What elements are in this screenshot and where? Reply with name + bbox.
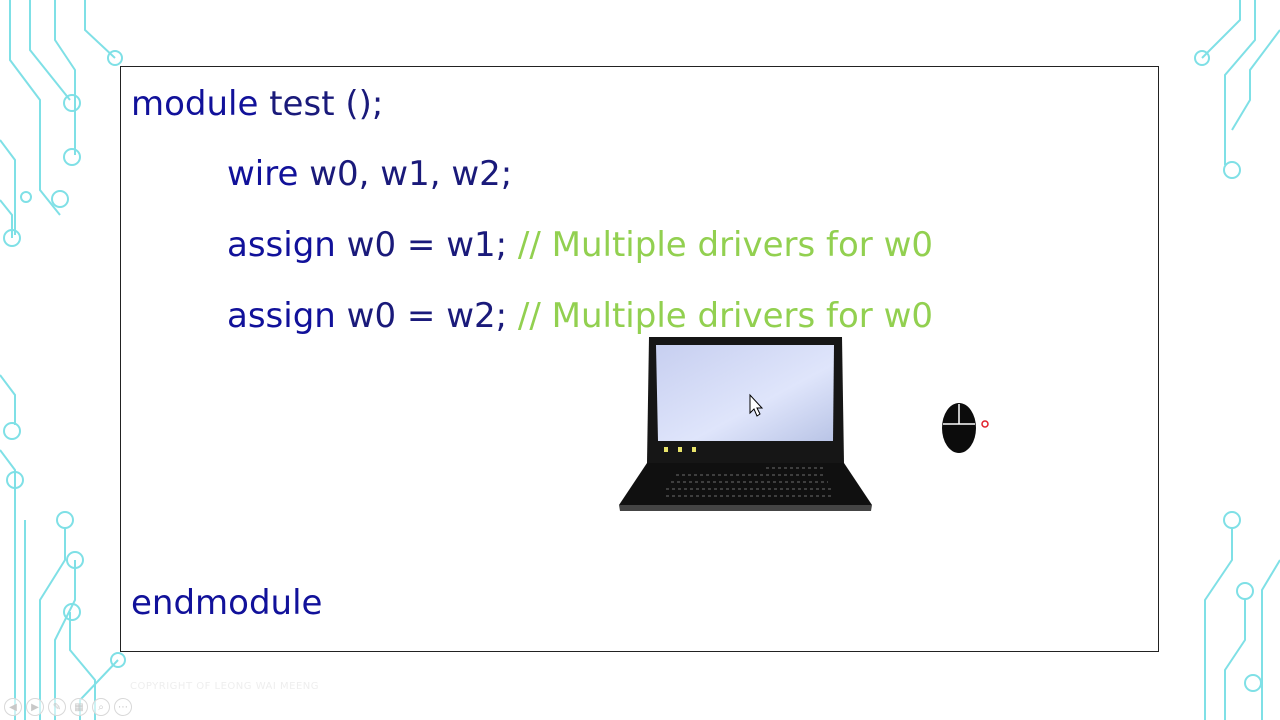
prev-icon[interactable]: ◀ <box>4 698 22 716</box>
code-text: w0, w1, w2; <box>298 154 513 194</box>
mouse-icon <box>942 403 989 453</box>
code-comment: // Multiple drivers for w0 <box>517 296 934 336</box>
keyword: module <box>131 84 259 124</box>
code-line-wire: wire w0, w1, w2; <box>227 154 512 194</box>
code-comment: // Multiple drivers for w0 <box>517 225 934 265</box>
laser-pointer-dot <box>981 420 989 428</box>
zoom-icon[interactable]: ⌕ <box>92 698 110 716</box>
keyword: wire <box>227 154 299 194</box>
laptop-icon <box>619 337 872 511</box>
slide-content-frame: module test (); wire w0, w1, w2; assign … <box>120 66 1159 652</box>
keyword: endmodule <box>131 583 323 623</box>
pen-icon[interactable]: ✎ <box>48 698 66 716</box>
cursor-icon <box>749 393 764 417</box>
keyword: assign <box>227 296 336 336</box>
code-text: w0 = w2; <box>335 296 518 336</box>
code-line-assign-2: assign w0 = w2; // Multiple drivers for … <box>227 296 933 336</box>
code-text: test (); <box>258 84 384 124</box>
slides-icon[interactable]: ▦ <box>70 698 88 716</box>
code-line-module: module test (); <box>131 84 383 124</box>
code-text: w0 = w1; <box>335 225 518 265</box>
next-icon[interactable]: ▶ <box>26 698 44 716</box>
code-line-assign-1: assign w0 = w1; // Multiple drivers for … <box>227 225 933 265</box>
copyright-watermark: COPYRIGHT OF LEONG WAI MEENG <box>130 681 319 692</box>
code-line-endmodule: endmodule <box>131 583 322 623</box>
keyword: assign <box>227 225 336 265</box>
more-icon[interactable]: ⋯ <box>114 698 132 716</box>
slideshow-toolbar: ◀ ▶ ✎ ▦ ⌕ ⋯ <box>4 698 132 716</box>
